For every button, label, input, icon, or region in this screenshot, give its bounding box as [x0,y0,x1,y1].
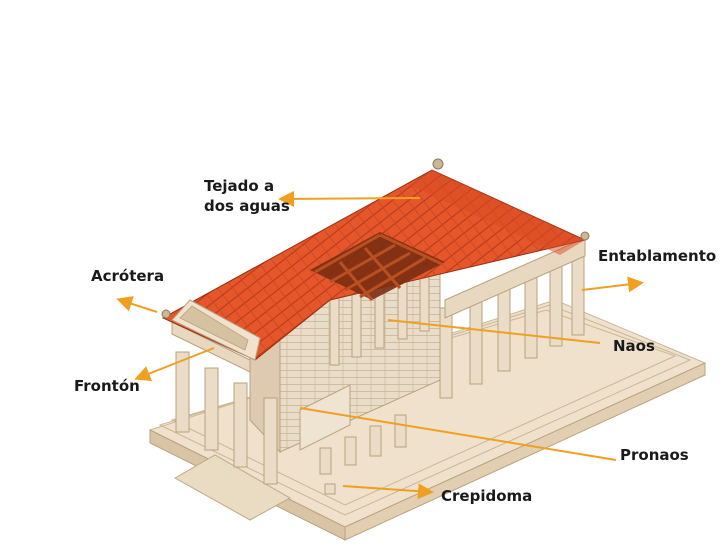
peristyle-columns-right [439,254,585,399]
label-fronton: Frontón [74,377,140,395]
arrow-crepidoma [342,483,434,500]
arrow-naos [387,319,601,344]
peristyle-columns-front [175,351,278,485]
arrow-acrotera [116,296,158,313]
acroterion-ornaments [161,158,590,319]
entablature [171,237,586,373]
label-tejado: Tejado a dos aguas [204,176,290,216]
annotation-arrows [116,190,644,500]
arrow-fronton [134,347,215,382]
label-crepidoma: Crepidoma [441,487,533,505]
label-acrotera: Acrótera [91,267,165,285]
arrow-entablamento [581,276,644,293]
arrow-pronaos [299,407,617,461]
label-entablamento: Entablamento [598,247,717,265]
crepidoma-platform [148,299,707,541]
label-naos: Naos [613,337,655,355]
roof [161,169,587,361]
arrow-tejado [278,190,421,207]
pronaos-column-bases [319,414,407,495]
label-tejado-line2: dos aguas [204,197,290,215]
label-tejado-line1: Tejado a [204,177,275,195]
label-pronaos: Pronaos [620,446,689,464]
